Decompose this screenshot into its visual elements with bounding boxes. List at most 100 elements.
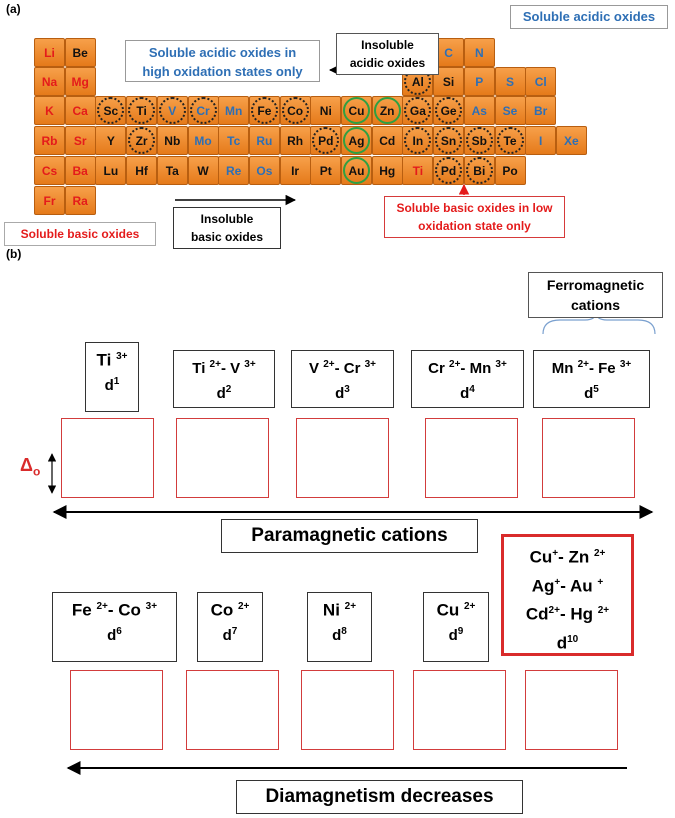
element-au: Au — [341, 156, 372, 185]
soluble-basic-low-label: Soluble basic oxides in low oxidation st… — [384, 196, 565, 238]
soluble-acidic-label: Soluble acidic oxides — [510, 5, 668, 29]
element-fe: Fe — [248, 96, 280, 125]
element-rh: Rh — [279, 126, 311, 155]
orbital-top-4 — [542, 418, 635, 498]
element-co: Co — [279, 96, 311, 125]
top-cation-1: Ti 2+- V 3+ d2 — [173, 350, 275, 408]
element-s: S — [494, 67, 526, 96]
element-mn: Mn — [218, 96, 250, 125]
element-po: Po — [494, 156, 526, 185]
element-li: Li — [34, 38, 65, 67]
element-ir: Ir — [279, 156, 311, 185]
bottom-cation-3: Cu 2+d9 — [423, 592, 489, 662]
soluble-acidic-high-line2: high oxidation states only — [142, 64, 303, 79]
element-pd: Pd — [310, 126, 342, 155]
element-zn: Zn — [371, 96, 403, 125]
element-cs: Cs — [34, 156, 65, 185]
orbital-top-2 — [296, 418, 389, 498]
top-cation-2-formula: V 2+- Cr 3+ — [309, 359, 376, 377]
element-na: Na — [34, 67, 65, 96]
element-ga: Ga — [402, 96, 434, 125]
ferromagnetic-line2: cations — [570, 297, 620, 313]
top-cation-4-config: d5 — [584, 384, 599, 402]
bottom-cation-3-formula: Cu 2+ — [436, 600, 476, 620]
element-xe: Xe — [555, 126, 587, 155]
element-ca: Ca — [64, 96, 96, 125]
element-fr: Fr — [34, 186, 65, 215]
top-cation-0: Ti 3+d1 — [85, 342, 139, 412]
bottom-cation-0-formula: Fe 2+- Co 3+ — [71, 600, 158, 620]
delta-o-label: Δo — [20, 455, 41, 479]
element-n: N — [463, 38, 495, 67]
insoluble-acidic-line2: acidic oxides — [349, 56, 426, 70]
soluble-acidic-high-line1: Soluble acidic oxides in — [148, 45, 297, 60]
soluble-basic-low-line2: oxidation state only — [418, 219, 531, 233]
orbital-bottom-2 — [301, 670, 394, 750]
element-be: Be — [64, 38, 96, 67]
d10-line3: Cd2+- Hg 2+ — [525, 604, 610, 624]
insoluble-acidic-line1: Insoluble — [361, 38, 414, 52]
element-ru: Ru — [248, 126, 280, 155]
orbital-bottom-3 — [413, 670, 506, 750]
top-cation-2-config: d3 — [335, 384, 350, 402]
top-cation-0-config: d1 — [104, 375, 120, 394]
element-w: W — [187, 156, 219, 185]
element-cd: Cd — [371, 126, 403, 155]
orbital-top-3 — [425, 418, 518, 498]
insoluble-basic-line1: Insoluble — [200, 212, 254, 226]
element-hg: Hg — [371, 156, 403, 185]
paramagnetic-label: Paramagnetic cations — [221, 519, 478, 553]
d10-line2: Ag+- Au + — [531, 576, 604, 596]
element-ti: Ti — [402, 156, 434, 185]
element-te: Te — [494, 126, 526, 155]
element-br: Br — [525, 96, 557, 125]
element-se: Se — [494, 96, 526, 125]
element-i: I — [525, 126, 557, 155]
element-sr: Sr — [64, 126, 96, 155]
element-lu: Lu — [95, 156, 127, 185]
top-cation-3-config: d4 — [460, 384, 475, 402]
element-os: Os — [248, 156, 280, 185]
element-in: In — [402, 126, 434, 155]
top-cation-1-config: d2 — [216, 384, 232, 402]
top-cation-1-formula: Ti 2+- V 3+ — [192, 359, 256, 377]
element-ba: Ba — [64, 156, 96, 185]
element-cr: Cr — [187, 96, 219, 125]
insoluble-acidic-label: Insoluble acidic oxides — [336, 33, 439, 75]
insoluble-basic-label: Insoluble basic oxides — [173, 207, 281, 249]
orbital-top-1 — [176, 418, 269, 498]
element-re: Re — [218, 156, 250, 185]
panel-a-label: (a) — [6, 2, 21, 16]
element-rb: Rb — [34, 126, 65, 155]
insoluble-basic-line2: basic oxides — [190, 230, 264, 244]
bottom-cation-2-formula: Ni 2+ — [322, 600, 357, 620]
top-cation-2: V 2+- Cr 3+ d3 — [291, 350, 394, 408]
bottom-cation-1-formula: Co 2+ — [210, 600, 250, 620]
ferromagnetic-label: Ferromagnetic cations — [528, 272, 663, 318]
top-cation-3-formula: Cr 2+- Mn 3+ — [428, 359, 507, 377]
element-pt: Pt — [310, 156, 342, 185]
element-sn: Sn — [433, 126, 465, 155]
top-cation-4: Mn 2+- Fe 3+ d5 — [533, 350, 650, 408]
element-tc: Tc — [218, 126, 250, 155]
element-cu: Cu — [341, 96, 372, 125]
element-ag: Ag — [341, 126, 372, 155]
element-p: P — [463, 67, 495, 96]
soluble-basic-low-line1: Soluble basic oxides in low — [396, 201, 553, 215]
top-cation-4-formula: Mn 2+- Fe 3+ — [551, 359, 632, 377]
bottom-cation-1: Co 2+d7 — [197, 592, 263, 662]
element-ra: Ra — [64, 186, 96, 215]
panel-b-label: (b) — [6, 247, 22, 261]
orbital-bottom-4 — [525, 670, 618, 750]
element-hf: Hf — [126, 156, 158, 185]
top-cation-3: Cr 2+- Mn 3+ d4 — [411, 350, 524, 408]
element-ti: Ti — [126, 96, 158, 125]
diamagnetism-label: Diamagnetism decreases — [236, 780, 523, 814]
d10-line1: Cu+- Zn 2+ — [529, 547, 606, 567]
element-pd: Pd — [433, 156, 465, 185]
element-nb: Nb — [156, 126, 188, 155]
soluble-acidic-high-label: Soluble acidic oxides in high oxidation … — [125, 40, 320, 82]
element-ni: Ni — [310, 96, 342, 125]
element-mg: Mg — [64, 67, 96, 96]
element-v: V — [156, 96, 188, 125]
